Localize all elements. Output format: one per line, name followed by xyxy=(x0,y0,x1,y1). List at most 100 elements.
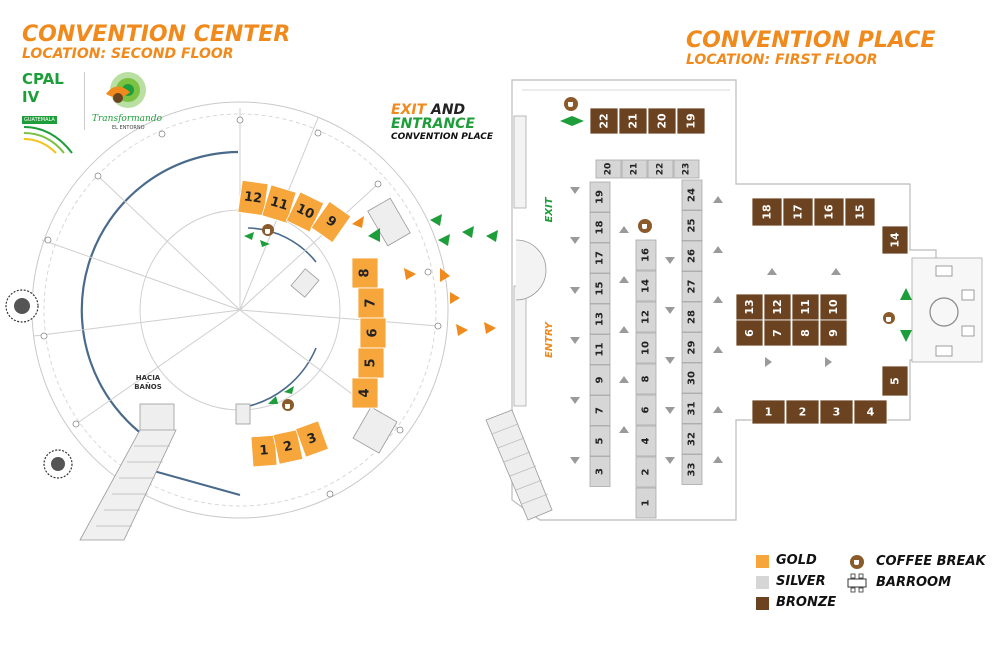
booth-number: 20 xyxy=(656,113,669,129)
legend-bronze: BRONZE xyxy=(776,595,837,610)
booth-number: 19 xyxy=(595,190,606,204)
silver-booth: 15 xyxy=(589,273,611,304)
silver-booth: 7 xyxy=(589,395,611,426)
chevron-icon xyxy=(831,268,841,275)
bronze-booth: 8 xyxy=(791,319,820,347)
gold-booth: 4 xyxy=(351,377,379,409)
bronze-booth: 13 xyxy=(735,293,764,321)
booth-number: 19 xyxy=(685,113,698,128)
silver-booth: 17 xyxy=(589,242,611,274)
walkway-bridge xyxy=(79,429,177,541)
silver-booth: 21 xyxy=(621,159,648,179)
chevron-icon xyxy=(619,326,629,333)
booth-number: 12 xyxy=(771,299,784,314)
outer-wall xyxy=(80,150,239,441)
direction-arrow-icon xyxy=(560,116,912,342)
bronze-booth: 19 xyxy=(676,107,706,135)
booth-number: 10 xyxy=(294,201,317,222)
booth-number: 11 xyxy=(595,343,606,357)
silver-booth: 30 xyxy=(681,362,703,394)
gold-booth-slot: 12 xyxy=(237,179,269,217)
exit-side-label: EXIT xyxy=(544,196,555,222)
gold-booth: 12 xyxy=(237,179,269,217)
legend-silver-swatch xyxy=(756,576,769,589)
chevron-icon xyxy=(713,246,723,253)
bronze-booth: 14 xyxy=(881,225,909,255)
booth-number: 5 xyxy=(364,358,379,367)
silver-booth: 20 xyxy=(595,159,622,179)
chevron-icon xyxy=(825,357,832,367)
chevron-icon xyxy=(619,426,629,433)
booth-number: 2 xyxy=(641,468,652,475)
silver-booth: 9 xyxy=(589,364,611,396)
bronze-booth: 21 xyxy=(618,107,648,135)
gold-booth-slot: 2 xyxy=(272,429,304,465)
booth-number: 20 xyxy=(604,163,614,176)
silver-booth: 29 xyxy=(681,332,703,363)
chevron-icon xyxy=(665,457,675,464)
gold-booth-slot: 10 xyxy=(285,191,325,233)
direction-arrow-icon xyxy=(244,232,294,404)
inner-wall-north xyxy=(247,227,317,263)
silver-booth: 31 xyxy=(681,393,703,424)
booth-number: 15 xyxy=(854,204,867,219)
and-word: AND xyxy=(431,102,466,118)
booth-number: 6 xyxy=(743,329,756,337)
chevron-icon xyxy=(713,296,723,303)
chevron-icon xyxy=(765,357,772,367)
chevron-icon xyxy=(665,307,675,314)
booth-number: 8 xyxy=(358,268,373,277)
booth-number: 4 xyxy=(867,406,875,419)
bronze-booth: 10 xyxy=(819,293,848,321)
booth-number: 24 xyxy=(687,188,698,202)
booth-number: 22 xyxy=(598,113,611,128)
walkway-ring xyxy=(43,113,437,507)
booth-number: 1 xyxy=(641,499,652,506)
booth-number: 13 xyxy=(595,312,606,326)
coffee-cup-icon xyxy=(638,219,652,233)
bronze-booth: 7 xyxy=(763,319,792,347)
chevron-icon xyxy=(570,337,580,344)
booth-number: 27 xyxy=(687,280,698,294)
gold-booth: 6 xyxy=(359,317,387,349)
booth-number: 28 xyxy=(687,310,698,324)
booth-number: 11 xyxy=(799,299,812,314)
bronze-booth: 5 xyxy=(881,365,909,397)
booth-number: 14 xyxy=(889,232,902,248)
booth-number: 23 xyxy=(682,163,692,176)
booth-number: 21 xyxy=(630,163,640,176)
chevron-icon xyxy=(619,376,629,383)
convention-place-location: LOCATION: FIRST FLOOR xyxy=(686,52,878,68)
chevron-icon xyxy=(619,276,629,283)
bronze-booth: 6 xyxy=(735,319,764,347)
booth-number: 8 xyxy=(641,375,652,382)
bronze-booth: 16 xyxy=(813,197,845,227)
booth-number: 30 xyxy=(687,371,698,385)
booth-number: 15 xyxy=(595,282,606,296)
coffee-cup-icon xyxy=(883,312,895,324)
stairs xyxy=(139,197,411,454)
silver-booth: 28 xyxy=(681,301,703,333)
barroom-icon xyxy=(847,573,867,593)
chevron-icon xyxy=(767,268,777,275)
booth-number: 5 xyxy=(889,377,902,385)
booth-number: 10 xyxy=(827,299,840,315)
booth-number: 14 xyxy=(641,279,652,293)
gold-booth: 1 xyxy=(250,434,278,468)
silver-booth: 12 xyxy=(635,301,657,333)
chevron-icon xyxy=(713,406,723,413)
legend-gold-swatch xyxy=(756,555,769,568)
booth-number: 29 xyxy=(687,341,698,355)
booth-number: 3 xyxy=(595,468,606,475)
silver-booth: 1 xyxy=(635,487,657,519)
chevron-icon xyxy=(665,357,675,364)
cpal-logo: CPAL IV GUATEMALA xyxy=(22,70,78,154)
booth-number: 4 xyxy=(641,437,652,444)
silver-booth: 13 xyxy=(589,303,611,335)
silver-booth: 24 xyxy=(681,179,703,211)
